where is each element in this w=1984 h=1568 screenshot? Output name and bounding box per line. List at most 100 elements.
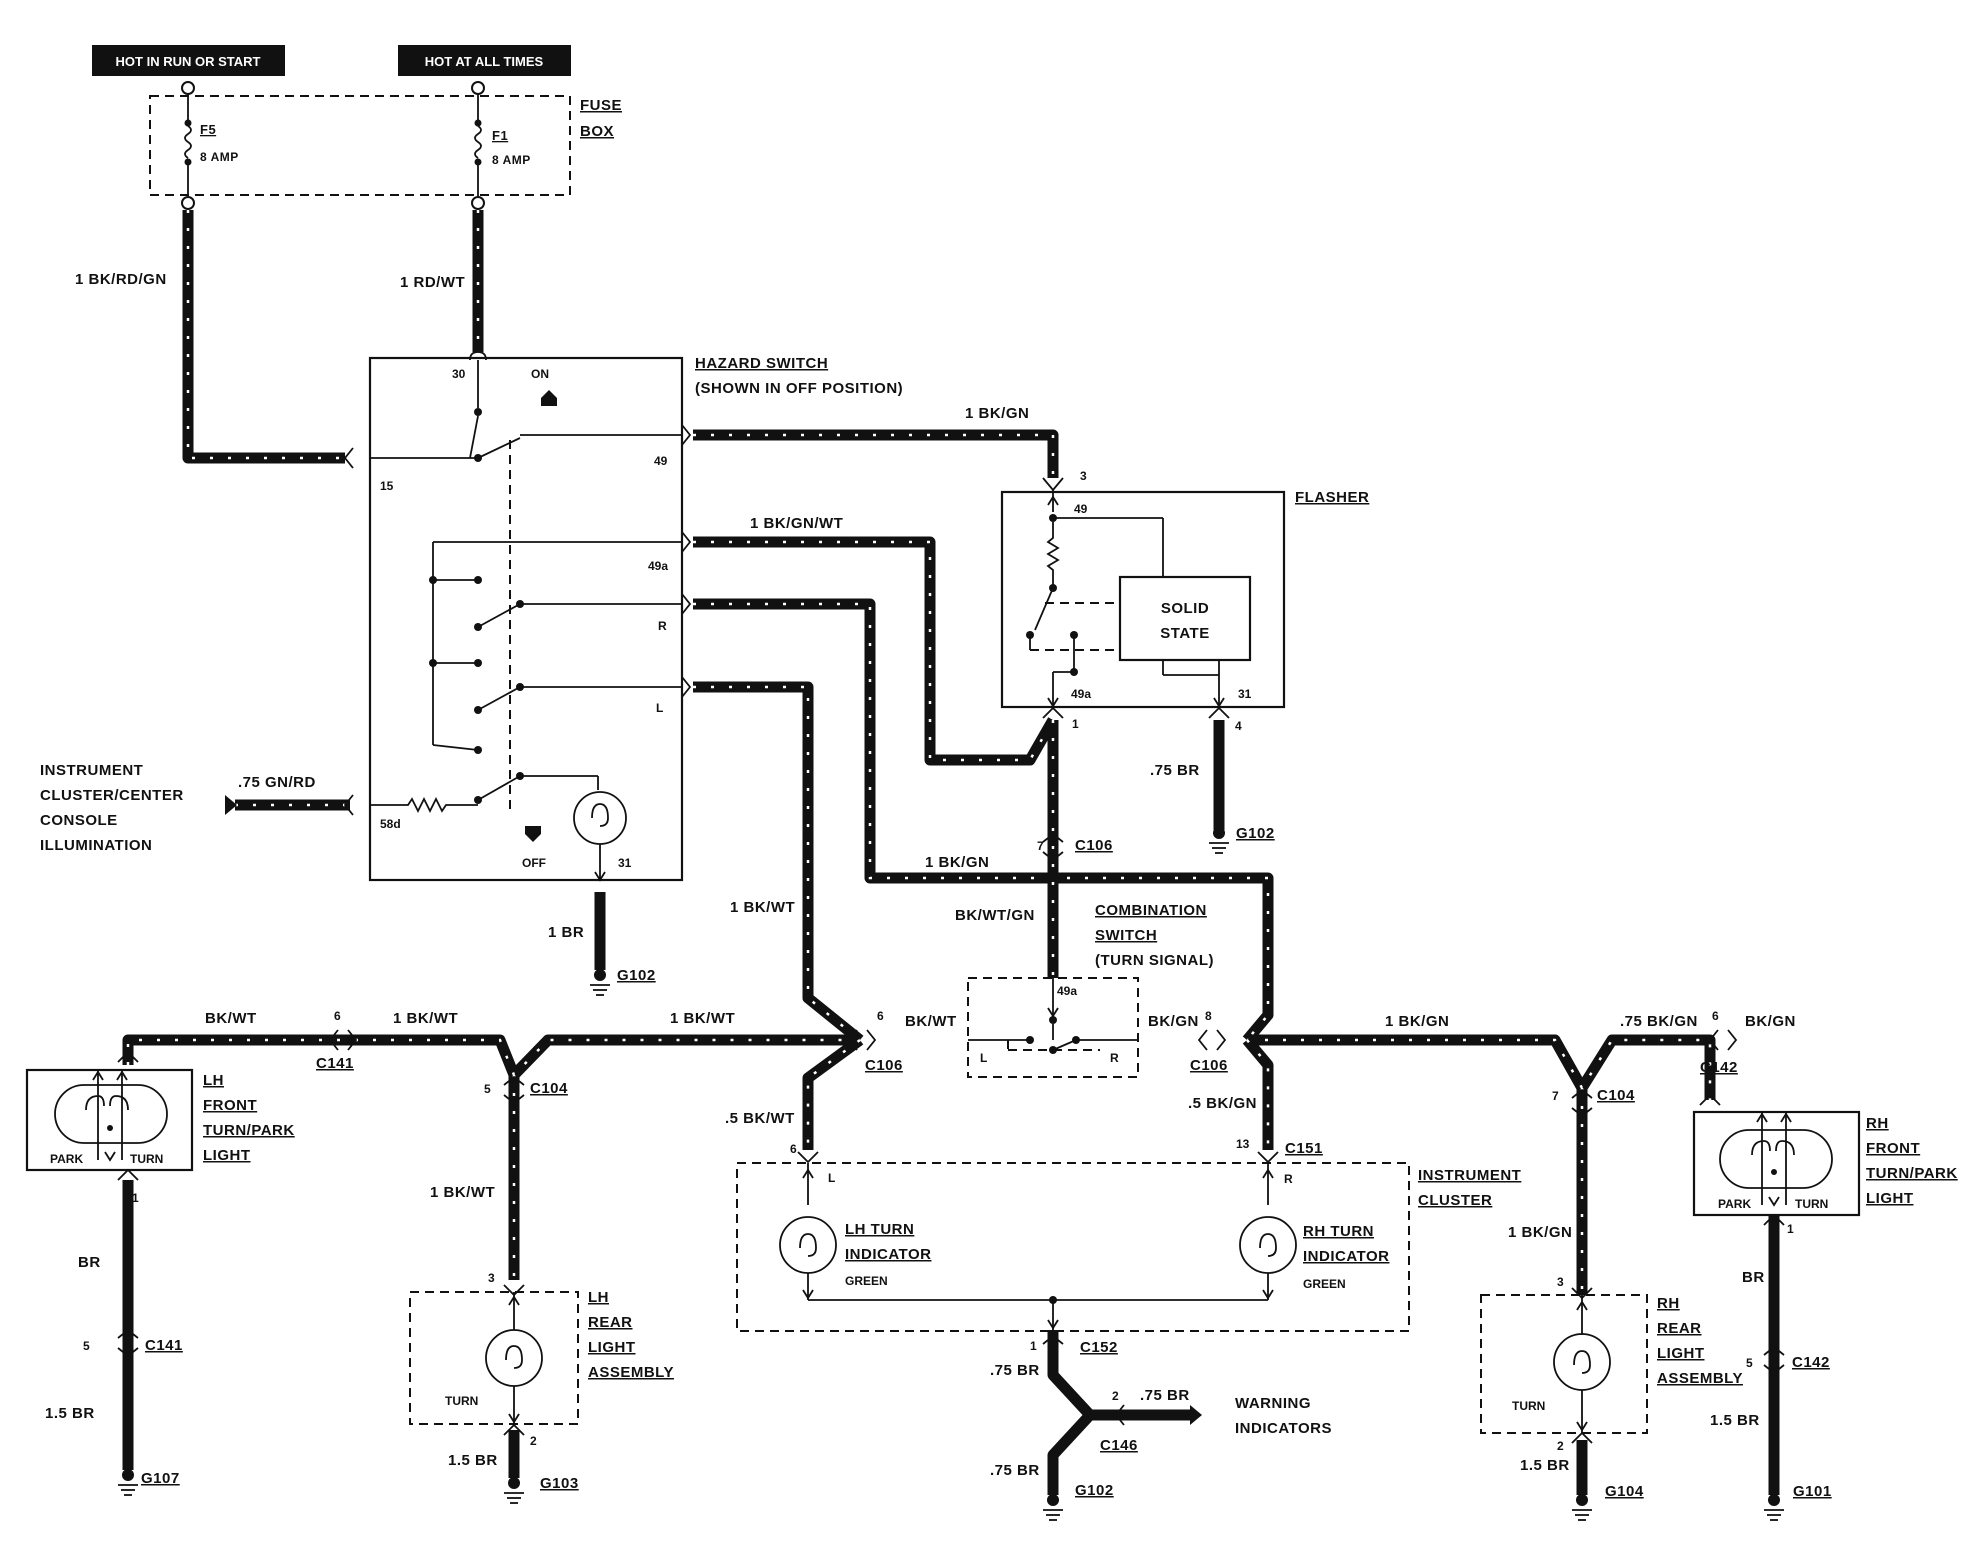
g102-cluster-label: G102 xyxy=(1075,1482,1114,1499)
c146-label: C146 xyxy=(1100,1437,1138,1454)
combination-switch-title-1: COMBINATION xyxy=(1095,902,1207,919)
rh-front-title-3: TURN/PARK xyxy=(1866,1165,1958,1182)
c104-left-label: C104 xyxy=(530,1080,568,1097)
lh-turn-indicator-label-2: INDICATOR xyxy=(845,1246,931,1263)
lh-rear-turn-label: TURN xyxy=(445,1394,478,1408)
fuse-f5-element xyxy=(184,125,192,159)
label-bk-gn-rh: BK/GN xyxy=(1745,1013,1796,1030)
g101-label: G101 xyxy=(1793,1483,1832,1500)
rh-rear-pin-2: 2 xyxy=(1557,1439,1564,1453)
flasher-solid-state-2: STATE xyxy=(1160,625,1209,642)
label-br-lh-front: BR xyxy=(78,1254,101,1271)
illumination-label-1: INSTRUMENT xyxy=(40,762,143,779)
connector-c142-top-icon xyxy=(1708,1029,1738,1051)
fuse-f1-element xyxy=(474,125,482,159)
label-bk-wt-lh: BK/WT xyxy=(205,1010,257,1027)
illumination-label-4: ILLUMINATION xyxy=(40,837,152,854)
ground-g102-hazard-icon xyxy=(590,969,610,996)
fuse-box-label-2: BOX xyxy=(580,123,614,140)
g104-label: G104 xyxy=(1605,1483,1644,1500)
wire-bk-gn-wt xyxy=(693,536,1058,766)
combination-pin-l: L xyxy=(980,1051,987,1065)
label-bk-wt-1b: 1 BK/WT xyxy=(670,1010,735,1027)
c142-top-label: C142 xyxy=(1700,1059,1738,1076)
rh-front-turn-label: TURN xyxy=(1795,1197,1828,1211)
hazard-switch: ON OFF 30 15 49 49a R L 58d 31 HAZARD SW… xyxy=(343,351,903,882)
flasher-pin-3: 3 xyxy=(1080,469,1087,483)
label-bk-wt-gn: BK/WT/GN xyxy=(955,907,1035,924)
lh-front-title-1: LH xyxy=(203,1072,224,1089)
wire-bk-gn-cluster xyxy=(1242,1036,1274,1150)
c142-bottom-pin: 5 xyxy=(1746,1356,1753,1370)
c106-top-label: C106 xyxy=(1075,837,1113,854)
rh-rear-title-2: REAR xyxy=(1657,1320,1702,1337)
lh-turn-indicator-color: GREEN xyxy=(845,1274,888,1288)
wiring-harness xyxy=(122,210,1780,1495)
c151-pin-6: 6 xyxy=(790,1142,797,1156)
c151-pin-13: 13 xyxy=(1236,1137,1250,1151)
power-tag-run-start-label: HOT IN RUN OR START xyxy=(116,54,261,69)
wire-bk-wt-cluster xyxy=(802,1035,864,1150)
fuse-box: F5 8 AMP F1 8 AMP FUSE BOX xyxy=(149,81,622,210)
connector-c104-right-icon xyxy=(1571,1088,1593,1118)
label-bk-gn-75: .75 BK/GN xyxy=(1620,1013,1698,1030)
hazard-pin-30: 30 xyxy=(452,367,466,381)
wire-bk-gn-bus xyxy=(1247,1034,1716,1100)
label-br-15-rh-rear: 1.5 BR xyxy=(1520,1457,1570,1474)
instrument-cluster-title-1: INSTRUMENT xyxy=(1418,1167,1521,1184)
flasher: SOLID STATE 3 49 49a 31 1 4 FLASHER xyxy=(1000,469,1369,733)
lh-front-title-2: FRONT xyxy=(203,1097,257,1114)
combination-pin-49a: 49a xyxy=(1057,984,1077,998)
c141-bottom-label: C141 xyxy=(145,1337,183,1354)
flasher-pin-4: 4 xyxy=(1235,719,1242,733)
c152-label: C152 xyxy=(1080,1339,1118,1356)
illumination-label-2: CLUSTER/CENTER xyxy=(40,787,184,804)
lh-rear-light: TURN 3 2 LH REAR LIGHT ASSEMBLY xyxy=(409,1271,674,1448)
label-gn-rd: .75 GN/RD xyxy=(238,774,316,791)
hazard-switch-subtitle: (SHOWN IN OFF POSITION) xyxy=(695,380,903,397)
c106-left-label: C106 xyxy=(865,1057,903,1074)
ground-g102-cluster-icon xyxy=(1043,1494,1063,1521)
lh-rear-title-4: ASSEMBLY xyxy=(588,1364,674,1381)
c106-left-pin: 6 xyxy=(877,1009,884,1023)
label-br-rh-front: BR xyxy=(1742,1269,1765,1286)
combination-switch: 49a L R COMBINATION SWITCH (TURN SIGNAL) xyxy=(967,902,1214,1078)
connector-c146-icon xyxy=(1114,1404,1125,1426)
hazard-off-arrow-icon xyxy=(525,826,541,842)
lh-front-pin-1: 1 xyxy=(132,1191,139,1205)
ground-g102-flasher-icon xyxy=(1209,827,1229,854)
connector-c152-icon xyxy=(1042,1334,1064,1345)
c104-left-pin: 5 xyxy=(484,1082,491,1096)
fuse-box-label-1: FUSE xyxy=(580,97,622,114)
instrument-cluster-title-2: CLUSTER xyxy=(1418,1192,1492,1209)
label-bk-wt-5: .5 BK/WT xyxy=(725,1110,795,1127)
c146-pin: 2 xyxy=(1112,1389,1119,1403)
c106-right-label: C106 xyxy=(1190,1057,1228,1074)
hazard-lamp-icon xyxy=(573,791,627,845)
fuse-f5-rating: 8 AMP xyxy=(200,150,239,164)
connector-c106-top-icon xyxy=(1042,832,1064,862)
label-br-c146: .75 BR xyxy=(1140,1387,1190,1404)
instrument-cluster: L R LH TURN INDICATOR GREEN RH TURN INDI… xyxy=(736,1151,1521,1332)
lh-front-turn-label: TURN xyxy=(130,1152,163,1166)
rh-rear-title-3: LIGHT xyxy=(1657,1345,1705,1362)
wire-bk-wt-l xyxy=(693,681,864,1045)
flasher-pin-1: 1 xyxy=(1072,717,1079,731)
ground-g101-icon xyxy=(1764,1494,1784,1521)
label-bk-gn-wt: 1 BK/GN/WT xyxy=(750,515,843,532)
g103-label: G103 xyxy=(540,1475,579,1492)
c142-top-pin: 6 xyxy=(1712,1009,1719,1023)
c152-pin: 1 xyxy=(1030,1339,1037,1353)
label-br-15-lh-rear: 1.5 BR xyxy=(448,1452,498,1469)
rh-front-bulb-icon xyxy=(1719,1129,1833,1189)
label-br-15-lh: 1.5 BR xyxy=(45,1405,95,1422)
c141-top-label: C141 xyxy=(316,1055,354,1072)
connector-c106-right-icon xyxy=(1197,1029,1227,1051)
label-br-c152: .75 BR xyxy=(990,1362,1040,1379)
connector-c106-left-icon xyxy=(847,1029,877,1051)
g107-label: G107 xyxy=(141,1470,180,1487)
label-br-15-rh: 1.5 BR xyxy=(1710,1412,1760,1429)
c151-label: C151 xyxy=(1285,1140,1323,1157)
ground-labels: G102 G102 G107 G103 G102 G104 G101 xyxy=(141,825,1832,1500)
